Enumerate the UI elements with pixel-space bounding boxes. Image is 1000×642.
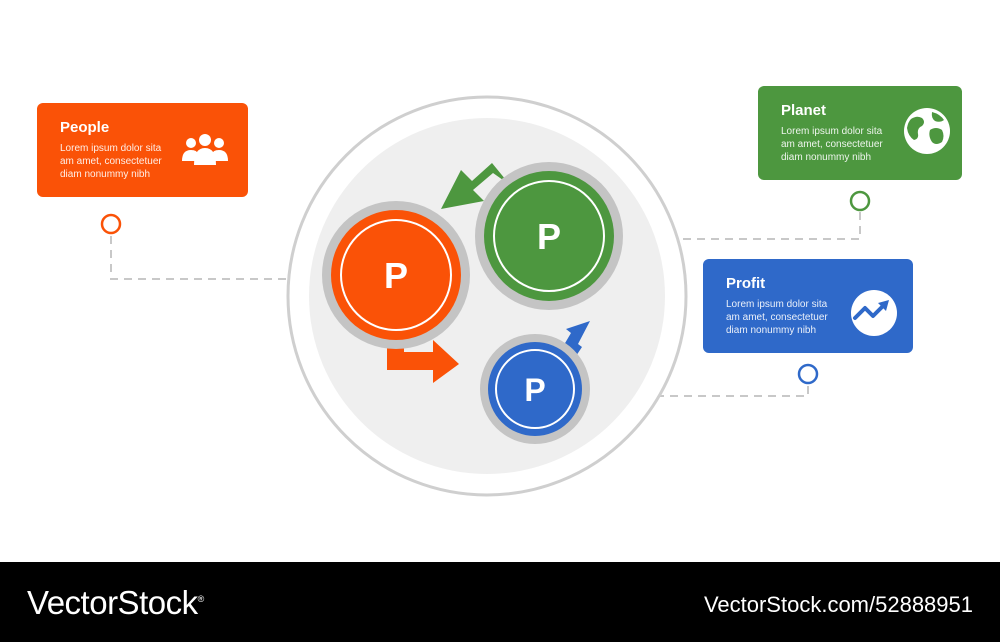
connector-profit bbox=[645, 386, 809, 397]
registered-mark: ® bbox=[197, 594, 205, 604]
diagram-canvas: P P P bbox=[100, 95, 871, 497]
blue-circle-letter: P bbox=[524, 372, 545, 408]
orange-circle bbox=[331, 210, 461, 340]
connector-planet bbox=[625, 212, 861, 240]
blue-circle bbox=[488, 342, 582, 436]
orange-arrow bbox=[387, 330, 459, 383]
green-circle bbox=[484, 171, 614, 301]
orange-circle-ring bbox=[340, 219, 452, 331]
marker-people bbox=[100, 213, 122, 235]
connector-people bbox=[110, 236, 300, 280]
profit-card-title: Profit bbox=[726, 275, 766, 292]
planet-card-title: Planet bbox=[781, 102, 827, 119]
green-circle-letter: P bbox=[537, 216, 561, 257]
blue-circle-ring bbox=[495, 349, 575, 429]
diagram-stage: P P P People Lorem ipsum dolor sita am a… bbox=[37, 86, 962, 497]
globe-icon bbox=[904, 108, 950, 154]
orange-circle-letter: P bbox=[384, 255, 408, 296]
footer-bar: VectorStock® VectorStock.com/52888951 bbox=[0, 562, 1000, 642]
people-card-description: Lorem ipsum dolor sita am amet, consecte… bbox=[60, 143, 162, 180]
marker-planet bbox=[849, 190, 871, 212]
brand-logo: VectorStock® bbox=[27, 584, 204, 622]
footer-url: VectorStock.com/52888951 bbox=[703, 592, 973, 617]
people-card-title: People bbox=[60, 119, 110, 136]
people-card: People Lorem ipsum dolor sita am amet, c… bbox=[37, 103, 248, 197]
trend-up-icon bbox=[851, 290, 897, 336]
green-circle-ring bbox=[493, 180, 605, 292]
planet-card-description: Lorem ipsum dolor sita am amet, consecte… bbox=[781, 126, 883, 163]
profit-card-description: Lorem ipsum dolor sita am amet, consecte… bbox=[726, 299, 828, 336]
brand-name: VectorStock bbox=[27, 584, 198, 621]
green-arrow bbox=[441, 163, 510, 209]
people-icon bbox=[182, 134, 228, 165]
profit-card: Profit Lorem ipsum dolor sita am amet, c… bbox=[703, 259, 913, 353]
marker-profit bbox=[797, 363, 819, 385]
planet-card: Planet Lorem ipsum dolor sita am amet, c… bbox=[758, 86, 962, 180]
connector-lines bbox=[110, 212, 861, 397]
